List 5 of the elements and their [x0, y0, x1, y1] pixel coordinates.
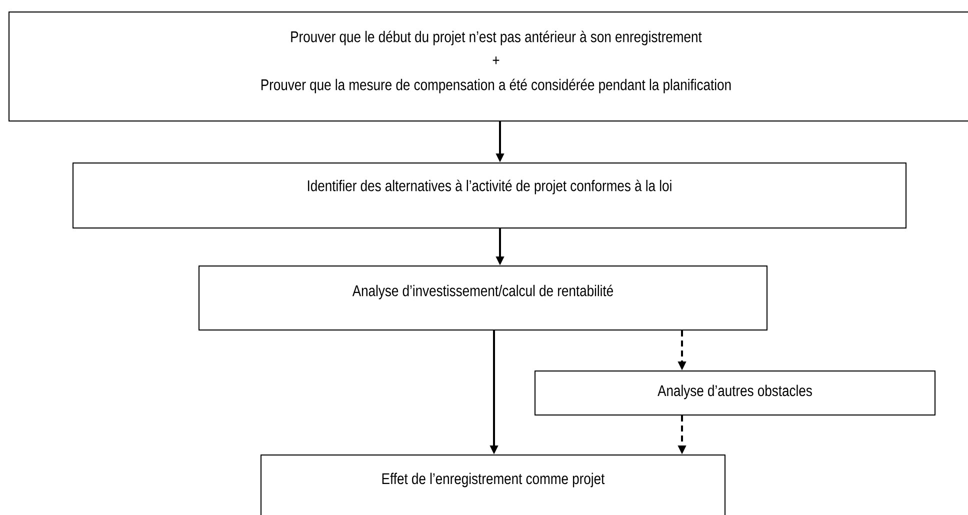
process-box: Identifier des alternatives à l’activité de projet conformes à la loi — [72, 162, 906, 228]
process-box: Prouver que le début du projet n’est pas antérieur à son enregistrement + Prouver que la mesure de compensation a été considérée pendant la planification — [8, 12, 968, 122]
process-box: Analyse d’investissement/calcul de rentabilité — [198, 266, 768, 330]
process-box: Effet de l’enregistrement comme projet — [260, 454, 726, 515]
process-box: Analyse d’autres obstacles — [534, 370, 936, 416]
